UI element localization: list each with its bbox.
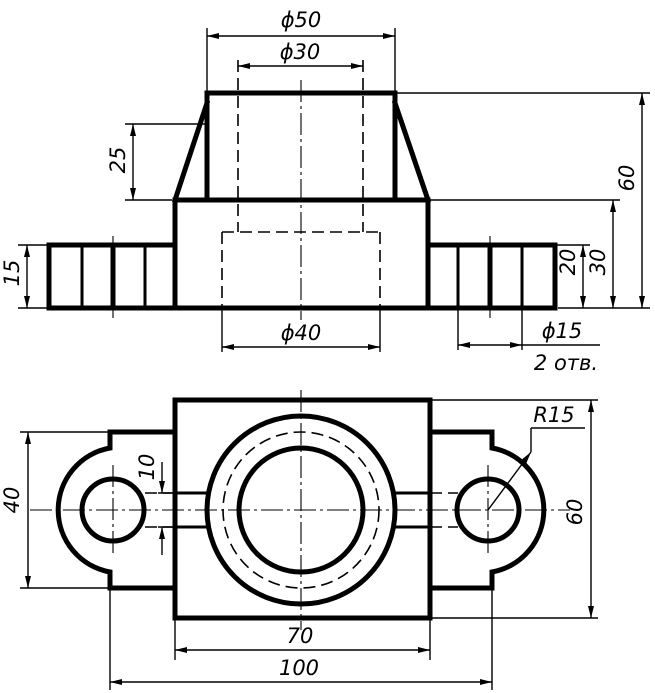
front-view: ϕ50 ϕ30 25 60 30 20 15 bbox=[0, 8, 650, 375]
dimension-w10: 10 bbox=[135, 454, 159, 481]
dimension-d40: ϕ40 bbox=[281, 321, 322, 345]
dimension-h25: 25 bbox=[106, 147, 130, 174]
dimension-h60-top: 60 bbox=[563, 499, 587, 526]
top-view: R15 10 40 60 70 100 bbox=[0, 390, 598, 690]
dimension-w70: 70 bbox=[287, 624, 314, 648]
dimension-h30: 30 bbox=[586, 249, 610, 276]
top-view-dimensions: R15 10 40 60 70 100 bbox=[0, 399, 598, 690]
dimension-h15: 15 bbox=[0, 260, 24, 287]
dimension-h60: 60 bbox=[615, 165, 639, 192]
front-view-dimensions: ϕ50 ϕ30 25 60 30 20 15 bbox=[0, 8, 650, 375]
dimension-h40: 40 bbox=[0, 487, 24, 514]
dimension-r15: R15 bbox=[533, 403, 574, 427]
dimension-w100: 100 bbox=[279, 656, 319, 680]
dimension-d50: ϕ50 bbox=[281, 8, 322, 32]
top-view-center-lines bbox=[30, 390, 570, 630]
front-view-center-lines bbox=[112, 80, 491, 320]
dimension-h20: 20 bbox=[556, 249, 580, 276]
dimension-d30: ϕ30 bbox=[280, 40, 321, 64]
dimension-d15: ϕ15 bbox=[542, 319, 583, 343]
holes-count-note: 2 отв. bbox=[534, 351, 598, 375]
